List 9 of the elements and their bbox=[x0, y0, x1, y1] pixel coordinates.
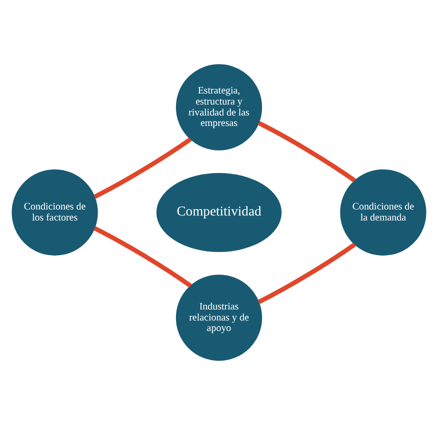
node-circle: Industrias relacionas y de apoyo bbox=[176, 274, 262, 361]
node-ellipse: Competitividad bbox=[156, 173, 282, 252]
node-circle: Estrategia, estructura y rivalidad de las empresas bbox=[176, 64, 262, 150]
connector bbox=[258, 120, 356, 182]
node-circle: Condiciones de la demanda bbox=[340, 169, 426, 256]
connector bbox=[258, 242, 356, 304]
connector bbox=[94, 226, 192, 288]
connector bbox=[94, 137, 192, 199]
node-circle: Condiciones de los factores bbox=[12, 169, 98, 256]
